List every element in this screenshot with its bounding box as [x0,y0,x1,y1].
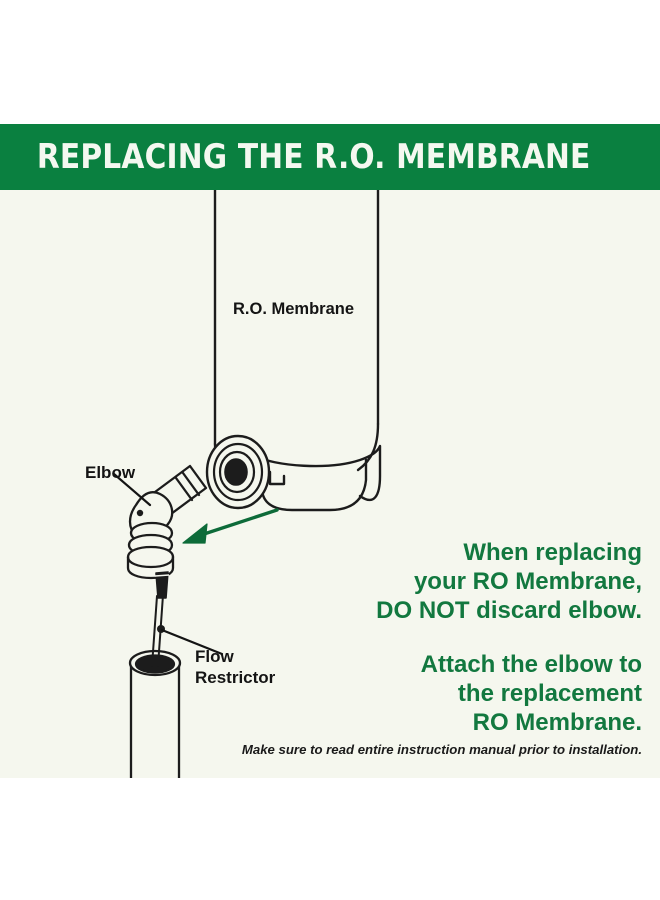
message-attach-elbow: Attach the elbow to the replacement RO M… [420,651,642,736]
waste-line-tube [128,649,182,778]
flow-restrictor-leader-line [160,628,224,656]
label-ro-membrane: R.O. Membrane [233,300,355,318]
label-elbow: Elbow [85,463,136,482]
message-do-not-discard: When replacing your RO Membrane, DO NOT … [376,539,642,624]
membrane-outlet-port [205,434,271,510]
flow-restrictor-tube [151,571,170,667]
elbow-fitting [126,464,208,580]
diagram-artwork [112,188,382,778]
disclaimer-text: Make sure to read entire instruction man… [241,742,642,757]
label-flow-restrictor-line2: Restrictor [195,668,276,687]
label-flow-restrictor-line1: Flow [195,647,234,666]
content-panel [0,124,660,778]
ro-membrane-cylinder [213,188,380,476]
elbow-leader-line [112,472,152,507]
header-banner: REPLACING THE R.O. MEMBRANE [0,124,660,190]
page-title: REPLACING THE R.O. MEMBRANE [36,137,591,177]
attach-direction-arrow [182,508,279,544]
label-flow-restrictor: Flow Restrictor [195,646,275,688]
